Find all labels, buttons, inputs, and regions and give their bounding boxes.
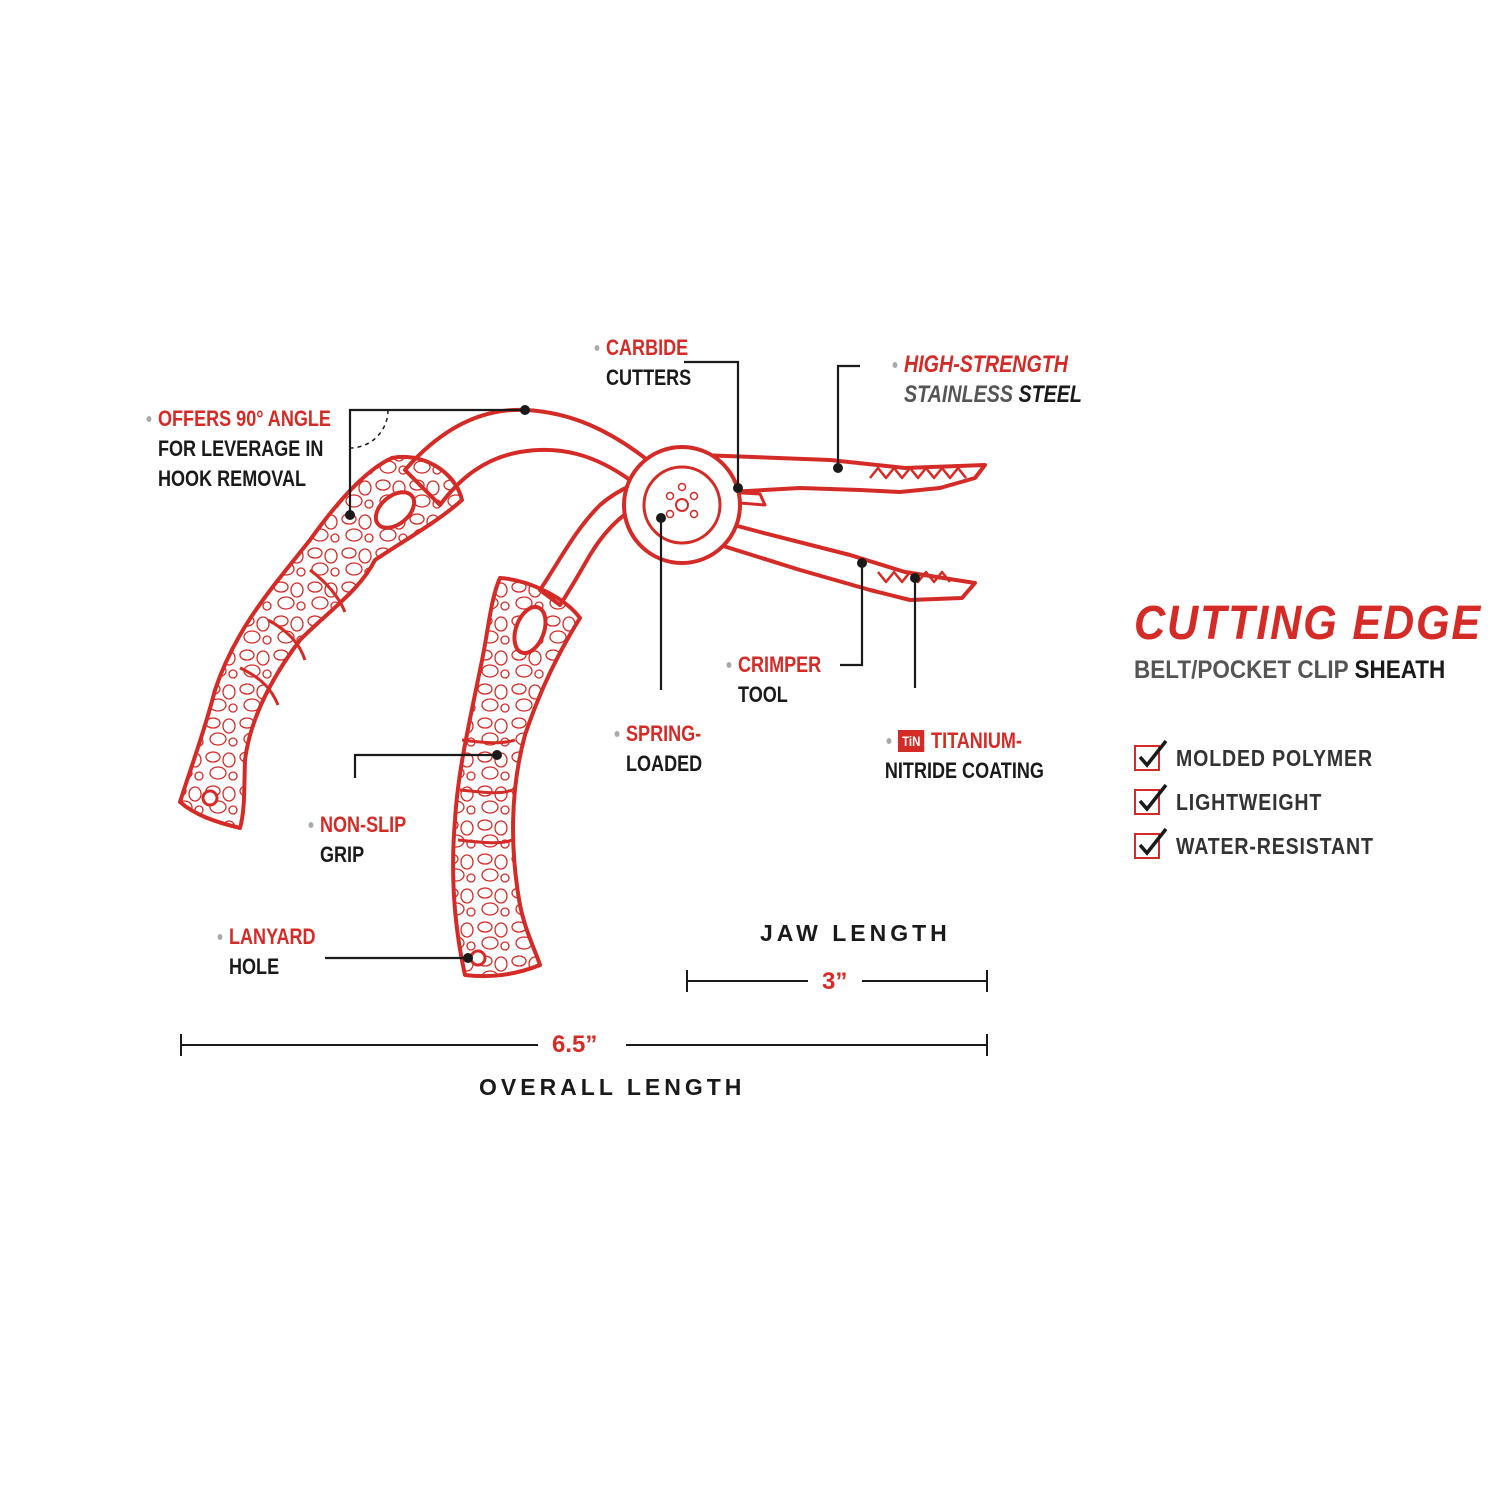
callout-crimper-line1: CRIMPER: [738, 652, 822, 677]
bullet-dot: [594, 345, 600, 351]
bullet-dot: [308, 822, 314, 828]
callout-lanyard-line2: HOLE: [229, 954, 280, 979]
feature-label: WATER-RESISTANT: [1176, 832, 1374, 859]
dimension-lines: [180, 970, 988, 1056]
callout-angle-line1: OFFERS 90° ANGLE: [158, 406, 331, 431]
jaw-length-value: 3”: [822, 968, 848, 995]
callout-steel: HIGH-STRENGTH STAINLESS STEEL: [892, 350, 1082, 410]
leader-lines: [325, 360, 917, 960]
callout-spring-line2: LOADED: [626, 751, 703, 776]
callout-titanium-line2: NITRIDE COATING: [884, 758, 1044, 783]
checkbox-icon: [1134, 827, 1168, 859]
callout-carbide: CARBIDE CUTTERS: [594, 333, 692, 393]
checkbox-icon: [1134, 783, 1168, 815]
checkbox-icon: [1134, 739, 1168, 771]
bullet-dot: [217, 934, 223, 940]
product-subtitle-b: SHEATH: [1354, 656, 1446, 684]
tin-badge: TiN: [898, 730, 925, 752]
feature-item: MOLDED POLYMER: [1134, 736, 1409, 780]
left-handle: [178, 454, 464, 830]
product-title: CUTTING EDGE: [1134, 597, 1483, 650]
callout-angle-line3: HOOK REMOVAL: [158, 466, 306, 491]
callout-angle: OFFERS 90° ANGLE FOR LEVERAGE IN HOOK RE…: [146, 404, 331, 494]
jaw-length-label: JAW LENGTH: [760, 920, 951, 946]
callout-grip-line1: NON-SLIP: [320, 812, 407, 837]
callout-lanyard-line1: LANYARD: [229, 924, 316, 949]
bullet-dot: [726, 662, 732, 668]
callout-titanium-line1: TITANIUM-: [931, 728, 1022, 753]
feature-list: MOLDED POLYMER LIGHTWEIGHT WATER-RESISTA…: [1134, 736, 1409, 868]
callout-spring: SPRING- LOADED: [614, 719, 703, 779]
feature-label: LIGHTWEIGHT: [1176, 788, 1323, 815]
product-subtitle: BELT/POCKET CLIP SHEATH: [1134, 656, 1445, 685]
feature-label: MOLDED POLYMER: [1176, 744, 1373, 771]
feature-item: LIGHTWEIGHT: [1134, 780, 1409, 824]
bullet-dot: [892, 362, 898, 368]
callout-crimper-line2: TOOL: [738, 682, 788, 707]
callout-lanyard: LANYARD HOLE: [217, 922, 316, 982]
leader-dots: [345, 405, 920, 963]
overall-length-label: OVERALL LENGTH: [479, 1074, 746, 1100]
overall-length-value: 6.5”: [552, 1031, 598, 1058]
bullet-dot: [886, 738, 892, 744]
callout-carbide-line1: CARBIDE: [606, 335, 689, 360]
product-subtitle-a: BELT/POCKET CLIP: [1134, 656, 1349, 684]
callout-titanium: TiN TITANIUM- NITRIDE COATING: [885, 726, 1044, 786]
callout-spring-line1: SPRING-: [626, 721, 702, 746]
feature-item: WATER-RESISTANT: [1134, 824, 1409, 868]
callout-steel-line2a: STAINLESS: [904, 381, 1013, 408]
callout-steel-line1: HIGH-STRENGTH: [904, 351, 1068, 378]
bullet-dot: [146, 416, 152, 422]
bullet-dot: [614, 731, 620, 737]
right-handle: [451, 576, 582, 979]
callout-grip: NON-SLIP GRIP: [308, 810, 407, 870]
upper-arm: [403, 407, 987, 607]
callout-crimper: CRIMPER TOOL: [726, 650, 822, 710]
callout-carbide-line2: CUTTERS: [606, 365, 692, 390]
callout-steel-line2b: STEEL: [1018, 381, 1082, 408]
callout-grip-line2: GRIP: [320, 842, 365, 867]
callout-angle-line2: FOR LEVERAGE IN: [158, 436, 324, 461]
